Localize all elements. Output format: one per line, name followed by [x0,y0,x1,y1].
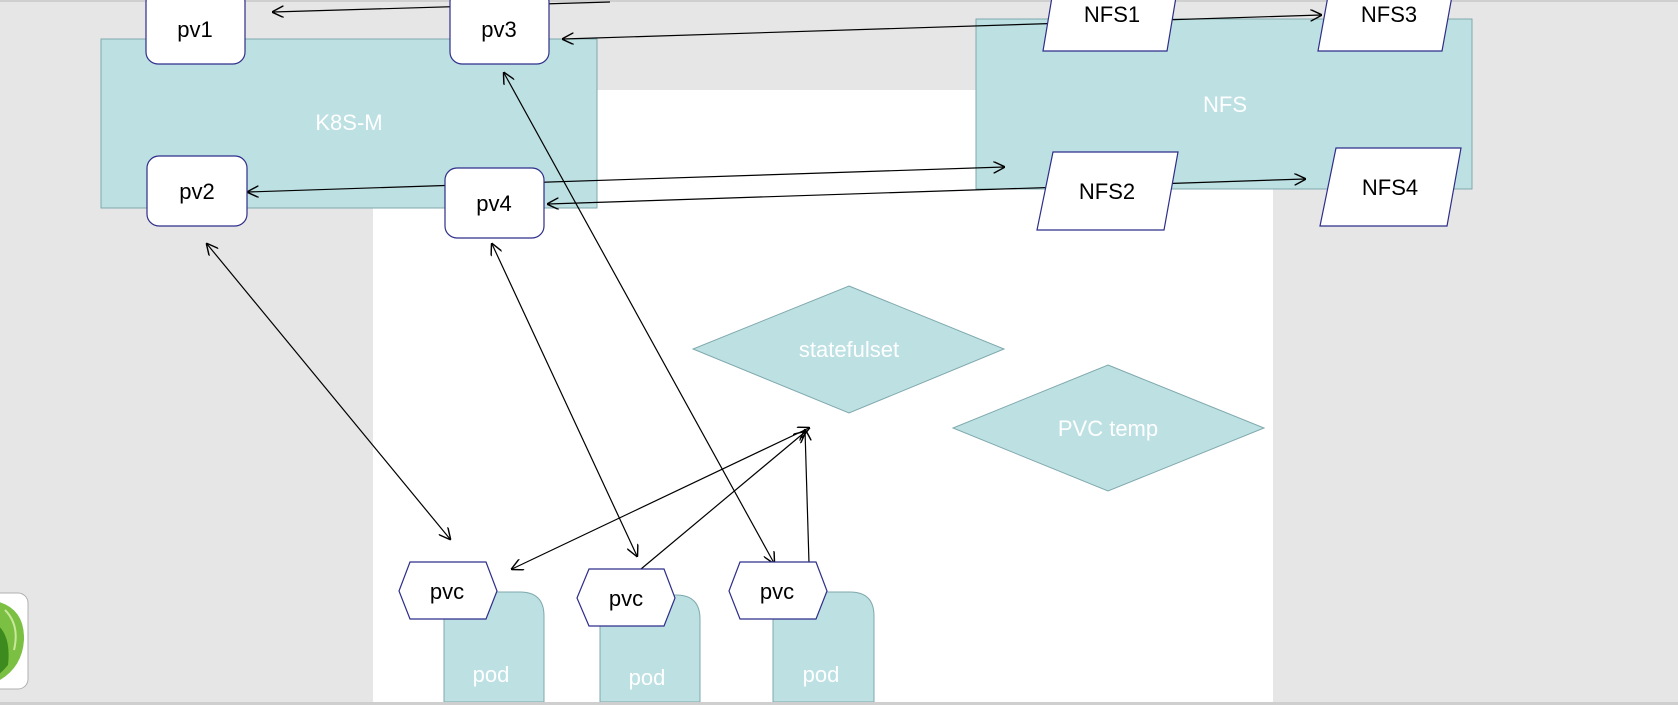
arrows [207,1,1321,570]
pvc-1[interactable]: pvc [398,561,498,620]
pvc-temp-diamond[interactable]: PVC temp [951,364,1266,492]
statefulset-label: statefulset [799,337,899,362]
pvc-2[interactable]: pvc [576,568,676,627]
pv2-box[interactable]: pv2 [146,155,248,227]
pv4-box[interactable]: pv4 [444,167,545,239]
pv2-label: pv2 [179,179,214,204]
top-edge [0,0,1678,2]
bottom-edge [0,702,1678,705]
pod-2-label: pod [629,665,666,690]
nfs1-label: NFS1 [1084,2,1140,27]
pvc-3-label: pvc [760,579,794,604]
pod-3-label: pod [803,662,840,687]
arrow-pvc1-statefulset [512,428,809,569]
arrow-pv1-nfs1 [273,1,611,12]
pvc-2-label: pvc [609,586,643,611]
arrow-pv2-pvc1 [207,244,450,539]
pv1-label: pv1 [177,17,212,42]
pvc-3[interactable]: pvc [728,561,828,620]
pv3-box[interactable]: pv3 [449,0,550,65]
nfs2-label: NFS2 [1079,179,1135,204]
nfs1-share[interactable]: NFS1 [1042,0,1178,52]
pod-1-label: pod [473,662,510,687]
nfs4-share[interactable]: NFS4 [1319,147,1462,227]
arrow-pv3-nfs3 [563,15,1321,39]
arrow-pvc3-statefulset [805,430,809,564]
pv1-box[interactable]: pv1 [145,0,246,65]
app-launcher-icon[interactable] [0,592,29,690]
arrow-pvc2-statefulset [640,432,805,570]
nfs2-share[interactable]: NFS2 [1036,151,1179,231]
nfs3-share[interactable]: NFS3 [1317,0,1454,52]
k8s-label: K8S-M [315,110,382,135]
pv3-label: pv3 [481,17,516,42]
nfs3-label: NFS3 [1361,2,1417,27]
nfs4-label: NFS4 [1362,175,1418,200]
pv4-label: pv4 [476,191,511,216]
pvc-1-label: pvc [430,579,464,604]
nfs-label: NFS [1203,92,1247,117]
pvc-temp-label: PVC temp [1058,416,1158,441]
